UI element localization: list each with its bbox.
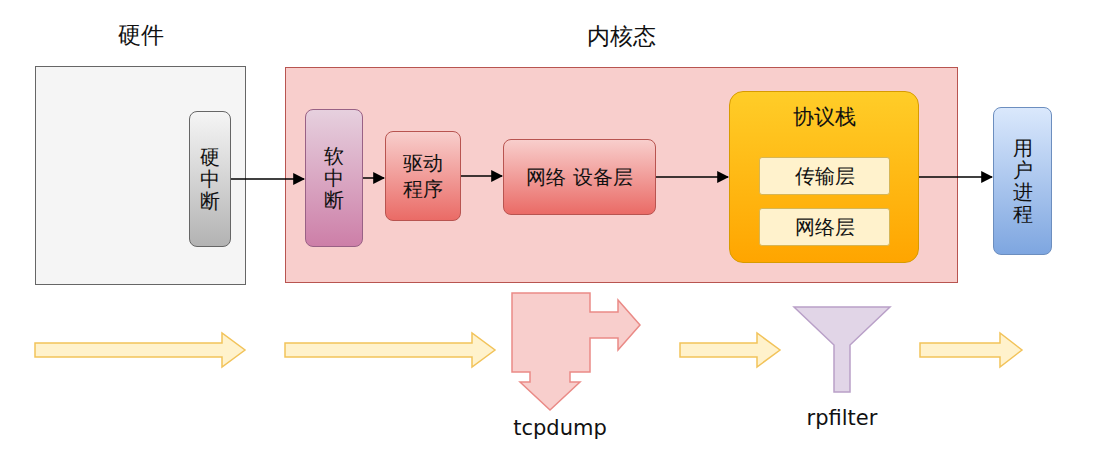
box-label: 网络 设备层 bbox=[526, 164, 632, 190]
funnel bbox=[794, 307, 890, 392]
process-box: 软中断 bbox=[305, 109, 363, 247]
tool-label: rpfilter bbox=[807, 406, 878, 430]
flow-connector bbox=[656, 176, 728, 178]
box-label: 用户进程 bbox=[1013, 137, 1033, 225]
box-label: 驱动 程序 bbox=[386, 150, 460, 202]
flow-arrow bbox=[680, 333, 780, 367]
process-box: 硬中断 bbox=[189, 111, 231, 247]
box-label: 软中断 bbox=[324, 145, 344, 211]
flow-arrow bbox=[35, 333, 245, 367]
group-heading: 硬件 bbox=[36, 21, 245, 51]
process-box: 驱动 程序 bbox=[385, 131, 461, 221]
group-heading: 内核态 bbox=[286, 22, 957, 52]
flow-connector bbox=[919, 176, 992, 178]
tool-label: tcpdump bbox=[513, 416, 607, 440]
hardware-panel: 硬件硬中断 bbox=[35, 66, 246, 285]
process-box: 用户进程 bbox=[993, 107, 1052, 255]
flow-arrow bbox=[285, 333, 495, 367]
layer-box: 网络层 bbox=[759, 208, 890, 246]
box-label: 硬中断 bbox=[200, 146, 220, 212]
box-label: 网络层 bbox=[795, 214, 855, 240]
stack-box: 协议栈传输层网络层 bbox=[729, 91, 919, 263]
group-heading: 协议栈 bbox=[730, 104, 918, 131]
box-label: 传输层 bbox=[795, 163, 855, 189]
flow-arrow bbox=[920, 333, 1022, 367]
flow-connector bbox=[231, 178, 304, 180]
flow-connector bbox=[363, 177, 384, 179]
process-box: 网络 设备层 bbox=[503, 139, 656, 215]
layer-box: 传输层 bbox=[759, 157, 890, 195]
tee-arrow bbox=[512, 293, 640, 410]
flow-connector bbox=[461, 175, 502, 177]
kernel-panel: 内核态软中断驱动 程序网络 设备层协议栈传输层网络层 bbox=[285, 67, 958, 283]
